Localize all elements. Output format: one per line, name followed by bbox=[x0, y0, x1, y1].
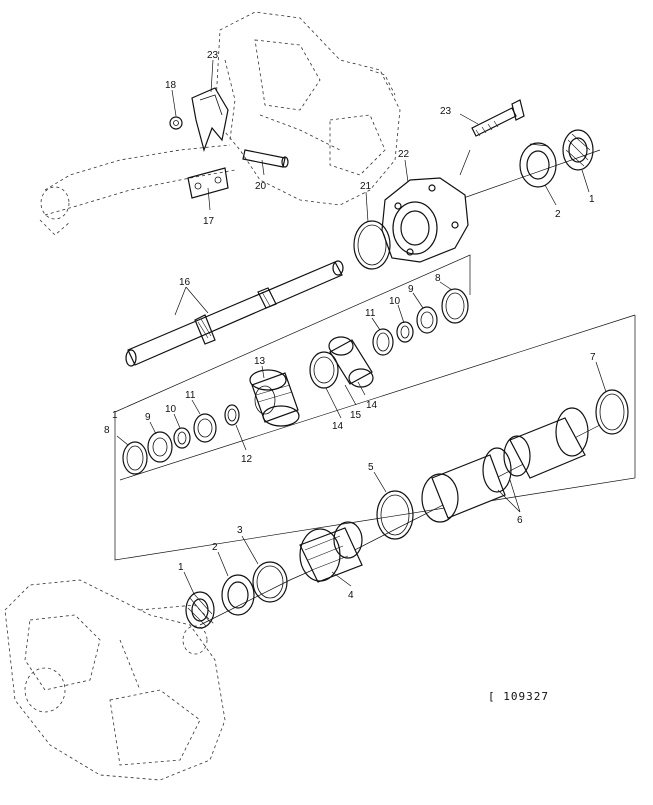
part-12-ring bbox=[224, 404, 240, 426]
callout-10-upper: 10 bbox=[389, 296, 401, 307]
lower-housing-outline bbox=[4, 579, 226, 781]
callout-labels: 23 18 20 17 16 23 22 21 2 1 8 9 10 11 13… bbox=[104, 50, 596, 601]
part-10-seal-lower bbox=[173, 427, 191, 449]
part-11-ring-upper bbox=[372, 328, 394, 356]
callout-11-upper: 11 bbox=[365, 308, 376, 319]
callout-21: 21 bbox=[360, 181, 372, 192]
callout-23: 23 bbox=[440, 106, 452, 117]
reference-bracket: [ bbox=[488, 690, 504, 703]
part-1-seal-top bbox=[562, 129, 594, 171]
part-4-piston bbox=[299, 521, 363, 583]
part-7-oring bbox=[595, 389, 629, 435]
callout-2-bottom: 2 bbox=[212, 542, 218, 553]
callout-19: 23 bbox=[207, 50, 219, 61]
callout-13: 13 bbox=[254, 356, 266, 367]
callout-12: 12 bbox=[241, 454, 253, 465]
callout-22: 22 bbox=[398, 149, 410, 160]
callout-9-upper: 9 bbox=[408, 284, 414, 295]
part-2-bushing-top bbox=[519, 142, 557, 188]
part-22-housing bbox=[381, 177, 469, 263]
part-11-ring-lower bbox=[193, 413, 217, 443]
reference-code: 109327 bbox=[503, 690, 549, 703]
part-5-oring bbox=[376, 490, 414, 540]
part-2-bushing-bottom bbox=[221, 574, 255, 616]
callout-14-right: 14 bbox=[366, 400, 378, 411]
part-19-bracket bbox=[191, 87, 229, 152]
callout-1-top: 1 bbox=[589, 194, 595, 205]
callout-5: 5 bbox=[368, 462, 374, 473]
part-17-clip bbox=[187, 167, 229, 199]
part-16-shaft bbox=[125, 260, 344, 367]
callout-9-lower: 9 bbox=[145, 412, 151, 423]
part-10-seal-upper bbox=[396, 321, 414, 343]
part-6-sleeve-left bbox=[421, 447, 512, 523]
callout-14-left: 14 bbox=[332, 421, 344, 432]
callout-16: 16 bbox=[179, 277, 191, 288]
assembly-bracket bbox=[114, 254, 636, 561]
callout-11-lower: 11 bbox=[185, 390, 196, 401]
callout-8-lower: 8 bbox=[104, 425, 110, 436]
part-8-ring-upper bbox=[441, 288, 469, 324]
callout-4: 4 bbox=[348, 590, 354, 601]
callout-7: 7 bbox=[590, 352, 596, 363]
leader-lines bbox=[116, 59, 607, 595]
part-18-nut bbox=[169, 116, 183, 130]
part-13-gland bbox=[249, 369, 300, 427]
part-23-bolt bbox=[471, 99, 525, 137]
callout-3: 3 bbox=[237, 525, 243, 536]
part-9-washer-lower bbox=[147, 431, 173, 463]
callout-18: 18 bbox=[165, 80, 177, 91]
reference-number: [ 109327 bbox=[488, 690, 549, 703]
part-21-oring bbox=[353, 220, 391, 270]
callout-1-bottom: 1 bbox=[178, 562, 184, 573]
part-1-seal-bottom bbox=[185, 591, 215, 629]
callout-10-lower: 10 bbox=[165, 404, 177, 415]
callout-15: 15 bbox=[350, 410, 362, 421]
callout-1-mid: 1 bbox=[112, 410, 118, 421]
part-20-pin bbox=[242, 149, 289, 168]
upper-housing-outline bbox=[39, 11, 401, 236]
part-6-sleeve-right bbox=[503, 407, 589, 479]
part-14-ring-a bbox=[309, 351, 339, 389]
callout-2-top: 2 bbox=[555, 209, 561, 220]
part-8-ring-lower bbox=[122, 441, 148, 475]
callout-6: 6 bbox=[517, 515, 523, 526]
callout-8-upper: 8 bbox=[435, 273, 441, 284]
callout-17: 17 bbox=[203, 216, 215, 227]
callout-20: 20 bbox=[255, 181, 267, 192]
part-9-washer-upper bbox=[416, 306, 438, 334]
part-3-oring bbox=[252, 561, 288, 603]
